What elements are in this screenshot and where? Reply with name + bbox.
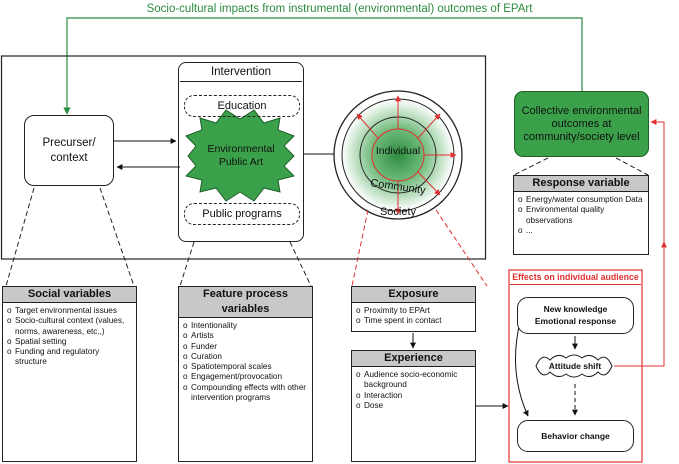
individual-label: Individual <box>375 145 421 157</box>
list-item: Spatiotemporal scales <box>183 362 308 373</box>
exposure-list: Proximity to EPArt Time spent in contact <box>352 303 475 327</box>
education-box[interactable]: Education <box>184 95 300 117</box>
list-item: Time spent in contact <box>356 316 471 327</box>
social-title: Social variables <box>3 287 136 303</box>
list-item: Curation <box>183 352 308 363</box>
epa-star-shape <box>185 109 295 202</box>
list-item: Compounding effects with other intervent… <box>183 383 308 404</box>
top-label: Socio-cultural impacts from instrumental… <box>146 3 533 15</box>
behavior-box[interactable]: Behavior change <box>517 420 634 452</box>
collective-outcomes-box[interactable]: Collective environmental outcomes at com… <box>514 91 649 157</box>
experience-title: Experience <box>352 351 475 367</box>
exposure-title: Exposure <box>352 287 475 303</box>
experience-panel: Experience Audience socio-economic backg… <box>351 350 476 462</box>
attitude-label: Attitude shift <box>548 361 602 371</box>
public-programs-box[interactable]: Public programs <box>184 203 300 225</box>
feature-title: Feature process variables <box>179 287 312 318</box>
list-item: Energy/water consumption Data <box>518 195 644 206</box>
intervention-title: Intervention <box>210 66 272 78</box>
effects-title: Effects on individual audience <box>512 272 639 282</box>
public-programs-label: Public programs <box>202 208 282 220</box>
main-frame <box>0 55 487 260</box>
list-item: Environmental quality observations <box>518 205 644 226</box>
list-item: Funder <box>183 342 308 353</box>
list-item: ... <box>518 226 644 237</box>
emotional-label: Emotional response <box>534 316 617 326</box>
response-list: Energy/water consumption Data Environmen… <box>514 192 648 236</box>
attitude-shape <box>535 354 613 378</box>
list-item: Funding and regulatory structure <box>7 347 132 368</box>
precursor-box[interactable]: Precurser/ context <box>24 115 114 186</box>
feedback-arrow <box>63 17 583 115</box>
list-item: Intentionality <box>183 321 308 332</box>
knowledge-label: New knowledge <box>543 304 608 314</box>
precursor-label: Precurser/ context <box>42 136 96 164</box>
behavior-label: Behavior change <box>541 431 610 441</box>
social-panel: Social variables Target environmental is… <box>2 286 137 462</box>
collective-outcomes-label: Collective environmental outcomes at com… <box>521 104 642 143</box>
social-list: Target environmental issues Socio-cultur… <box>3 303 136 368</box>
list-item: Socio-cultural context (values, norms, a… <box>7 316 132 337</box>
knowledge-box[interactable]: New knowledge Emotional response <box>517 297 634 334</box>
list-item: Interaction <box>356 391 471 402</box>
exposure-panel: Exposure Proximity to EPArt Time spent i… <box>351 286 476 332</box>
list-item: Audience socio-economic background <box>356 370 471 391</box>
response-panel: Response variable Energy/water consumpti… <box>513 175 649 255</box>
feature-panel: Feature process variables Intentionality… <box>178 286 313 462</box>
society-label: Society <box>379 206 417 218</box>
list-item: Proximity to EPArt <box>356 306 471 317</box>
feature-list: Intentionality Artists Funder Curation S… <box>179 318 312 403</box>
response-title: Response variable <box>514 176 648 192</box>
list-item: Artists <box>183 331 308 342</box>
epa-label: Environmental Public Art <box>207 143 275 168</box>
education-label: Education <box>217 100 267 112</box>
list-item: Engagement/provocation <box>183 372 308 383</box>
list-item: Spatial setting <box>7 337 132 348</box>
list-item: Dose <box>356 401 471 412</box>
list-item: Target environmental issues <box>7 306 132 317</box>
experience-list: Audience socio-economic background Inter… <box>352 367 475 411</box>
intervention-box[interactable] <box>178 62 304 242</box>
